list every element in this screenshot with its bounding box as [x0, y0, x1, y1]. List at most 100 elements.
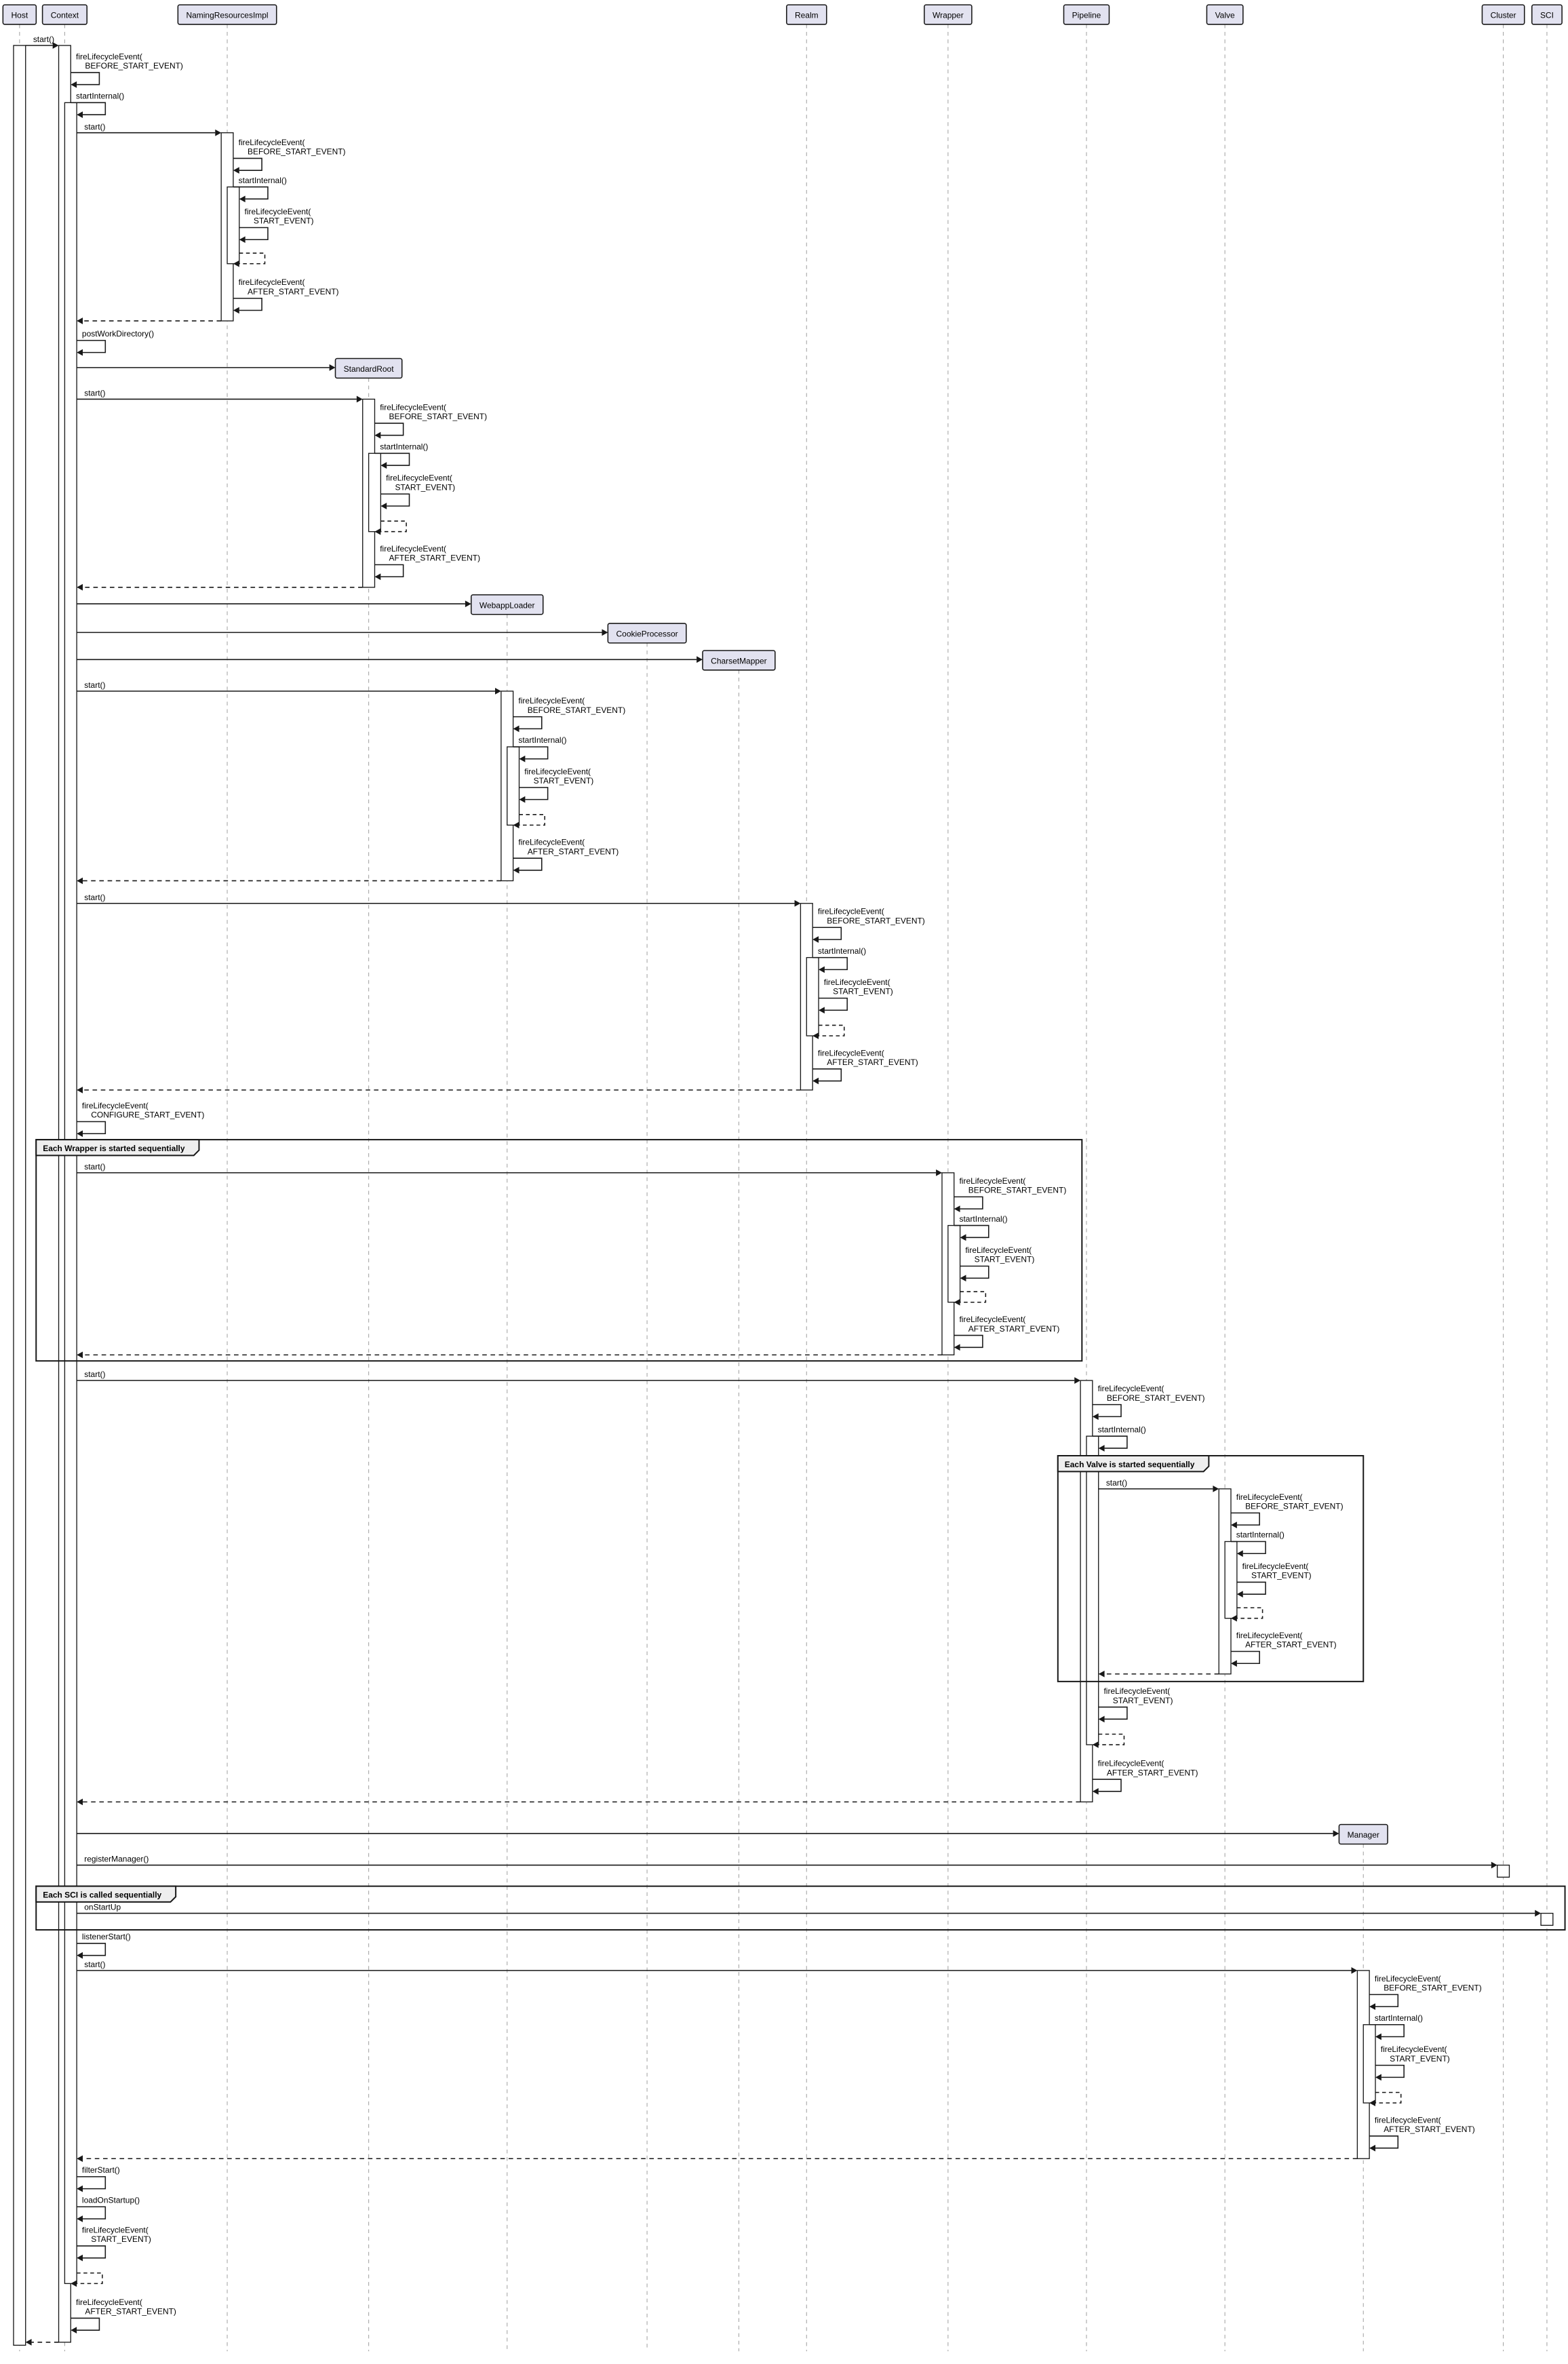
- arrowhead-icon: [1236, 1550, 1243, 1557]
- arrowhead-icon: [812, 1077, 819, 1085]
- message-selfreturn: [1092, 1733, 1125, 1748]
- message-label: fireLifecycleEvent(: [524, 767, 591, 776]
- message-self: fireLifecycleEvent(AFTER_START_EVENT): [1369, 2115, 1475, 2152]
- message-call: start(): [77, 680, 501, 695]
- message-self: fireLifecycleEvent(BEFORE_START_EVENT): [1230, 1492, 1344, 1528]
- arrowhead-icon: [77, 2215, 83, 2222]
- message-call: registerManager(): [77, 1855, 1497, 1869]
- message-self: startInternal(): [954, 1214, 1008, 1241]
- message-label: AFTER_START_EVENT): [968, 1324, 1060, 1334]
- arrowhead-icon: [519, 755, 526, 762]
- message-label: onStartUp: [84, 1903, 121, 1912]
- arrowhead-icon: [1098, 1716, 1105, 1723]
- activation-wrapper: [947, 1224, 961, 1303]
- arrowhead-icon: [960, 1234, 966, 1241]
- message-label: BEFORE_START_EVENT): [968, 1186, 1067, 1195]
- activation-pipeline: [1086, 1435, 1099, 1745]
- message-self: fireLifecycleEvent(BEFORE_START_EVENT): [954, 1176, 1067, 1213]
- participant-webapploader: WebappLoader: [470, 594, 544, 615]
- message-label: BEFORE_START_EVENT): [389, 412, 488, 421]
- message-label: registerManager(): [84, 1855, 149, 1864]
- frame-0: Each Wrapper is started sequentially: [35, 1139, 1083, 1362]
- activation-standardroot: [368, 452, 382, 532]
- message-label: fireLifecycleEvent(: [245, 207, 311, 216]
- message-label: fireLifecycleEvent(: [518, 696, 585, 705]
- message-selfreturn: [71, 2272, 103, 2287]
- message-label: start(): [84, 680, 105, 690]
- message-self: startInternal(): [1230, 1530, 1285, 1557]
- message-label: AFTER_START_EVENT): [827, 1058, 918, 1067]
- arrowhead-icon: [1375, 2074, 1381, 2081]
- message-label: start(): [33, 35, 54, 44]
- message-label: START_EVENT): [1251, 1571, 1312, 1581]
- message-label: AFTER_START_EVENT): [528, 847, 619, 856]
- message-label: AFTER_START_EVENT): [1384, 2125, 1475, 2134]
- message-label: fireLifecycleEvent(: [76, 2298, 142, 2307]
- message-label: START_EVENT): [91, 2234, 151, 2244]
- activation-valve: [1224, 1541, 1238, 1619]
- participant-cookieprocessor: CookieProcessor: [607, 623, 687, 644]
- participant-label: Wrapper: [933, 11, 964, 20]
- message-self: fireLifecycleEvent(START_EVENT): [519, 767, 593, 803]
- arrowhead-icon: [356, 395, 363, 403]
- message-label: filterStart(): [82, 2165, 120, 2175]
- message-selfreturn: [954, 1291, 987, 1306]
- arrowhead-icon: [513, 867, 520, 874]
- message-self: loadOnStartup(): [77, 2195, 140, 2222]
- activation-cluster: [1497, 1864, 1510, 1878]
- arrowhead-icon: [239, 195, 246, 203]
- message-call: start(): [77, 389, 363, 403]
- arrowhead-icon: [380, 462, 387, 469]
- message-call: start(): [77, 122, 222, 136]
- message-call: onStartUp: [77, 1903, 1542, 1917]
- arrowhead-icon: [233, 307, 239, 314]
- activation-webapploader: [507, 746, 520, 826]
- arrowhead-icon: [1535, 1910, 1542, 1917]
- arrowhead-icon: [233, 260, 239, 267]
- arrowhead-icon: [71, 81, 77, 88]
- message-label: fireLifecycleEvent(: [76, 52, 142, 61]
- message-self: fireLifecycleEvent(BEFORE_START_EVENT): [1092, 1384, 1204, 1420]
- message-selfreturn: [233, 252, 266, 267]
- arrowhead-icon: [513, 821, 520, 829]
- message-self: fireLifecycleEvent(BEFORE_START_EVENT): [812, 907, 925, 943]
- arrowhead-icon: [697, 656, 703, 663]
- arrowhead-icon: [819, 1007, 825, 1014]
- message-self: startInternal(): [233, 176, 287, 203]
- participant-label: SCI: [1540, 11, 1554, 20]
- message-self: fireLifecycleEvent(START_EVENT): [1098, 1686, 1173, 1723]
- message-create: [77, 600, 471, 608]
- message-selfreturn: [513, 814, 545, 829]
- participant-valve: Valve: [1206, 4, 1244, 25]
- message-label: AFTER_START_EVENT): [1107, 1768, 1198, 1777]
- frame-1: Each Valve is started sequentially: [1057, 1455, 1365, 1682]
- message-label: fireLifecycleEvent(: [239, 277, 305, 287]
- message-label: AFTER_START_EVENT): [1245, 1640, 1337, 1650]
- message-label: BEFORE_START_EVENT): [1245, 1502, 1344, 1511]
- arrowhead-icon: [77, 2254, 83, 2262]
- arrowhead-icon: [71, 2327, 77, 2334]
- arrowhead-icon: [239, 236, 246, 244]
- message-label: start(): [84, 1960, 105, 1969]
- message-self: fireLifecycleEvent(BEFORE_START_EVENT): [71, 52, 183, 88]
- frame-tab: [35, 1885, 177, 1903]
- arrowhead-icon: [1092, 1413, 1099, 1420]
- participant-label: Valve: [1215, 11, 1235, 20]
- frame-2: Each SCI is called sequentially: [35, 1885, 1566, 1931]
- message-self: fireLifecycleEvent(START_EVENT): [1236, 1562, 1312, 1598]
- arrowhead-icon: [77, 2155, 83, 2163]
- message-self: fireLifecycleEvent(AFTER_START_EVENT): [1230, 1631, 1337, 1667]
- participant-label: Manager: [1348, 1830, 1379, 1840]
- participant-naming: NamingResourcesImpl: [177, 4, 277, 25]
- message-label: start(): [1106, 1478, 1127, 1488]
- message-return: [77, 2155, 1358, 2163]
- participant-label: NamingResourcesImpl: [187, 11, 269, 20]
- message-selfreturn: [374, 520, 407, 535]
- message-label: BEFORE_START_EVENT): [528, 705, 626, 715]
- activation-context: [64, 102, 77, 2285]
- arrowhead-icon: [494, 688, 501, 695]
- arrowhead-icon: [954, 1344, 960, 1351]
- message-label: start(): [84, 389, 105, 398]
